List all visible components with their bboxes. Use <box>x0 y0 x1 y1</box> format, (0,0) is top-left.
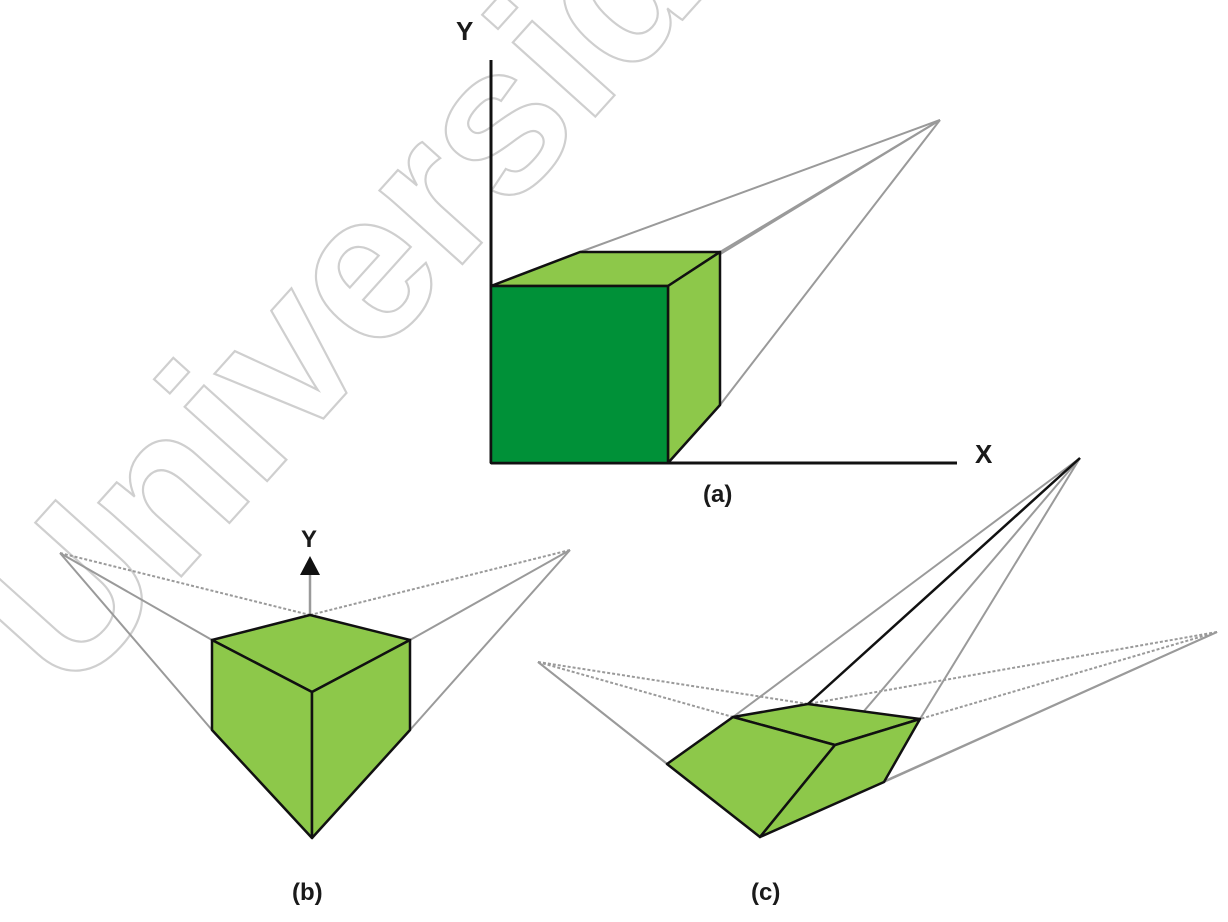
projection-line <box>537 661 809 705</box>
projection-line <box>719 119 941 406</box>
cube-right-face <box>310 638 412 840</box>
y-axis-arrowhead <box>300 556 320 575</box>
projection-line <box>537 661 734 718</box>
watermark-text: Universidad <box>0 0 909 731</box>
cube-front-face <box>489 284 670 465</box>
panel-c: (c) <box>537 457 1218 906</box>
caption-b: (b) <box>292 879 323 906</box>
projection-line <box>59 552 213 641</box>
panel-b: Y (b) <box>59 526 571 906</box>
x-axis-label: X <box>975 439 993 469</box>
projection-line <box>579 119 941 253</box>
cube-a <box>489 250 722 465</box>
cube-c <box>665 702 922 839</box>
panel-a: Y X (a) <box>456 16 993 508</box>
projection-line <box>732 457 1081 718</box>
projection-line <box>919 457 1081 720</box>
y-axis-label: Y <box>301 526 317 553</box>
y-axis-label: Y <box>456 16 473 46</box>
projection-line <box>807 457 1081 705</box>
projection-line <box>834 457 1081 746</box>
caption-a: (a) <box>703 481 732 508</box>
projection-line <box>919 631 1218 720</box>
watermark: Universidad <box>0 0 909 731</box>
projection-line <box>309 549 571 616</box>
projection-line <box>59 552 311 616</box>
cube-right-face <box>758 717 922 839</box>
cube-side-face <box>666 250 722 465</box>
projection-line <box>409 549 571 731</box>
cube-b <box>210 613 412 840</box>
projection-line <box>409 549 571 641</box>
caption-c: (c) <box>751 879 780 906</box>
projection-line <box>59 552 213 731</box>
projection-line <box>807 631 1218 705</box>
